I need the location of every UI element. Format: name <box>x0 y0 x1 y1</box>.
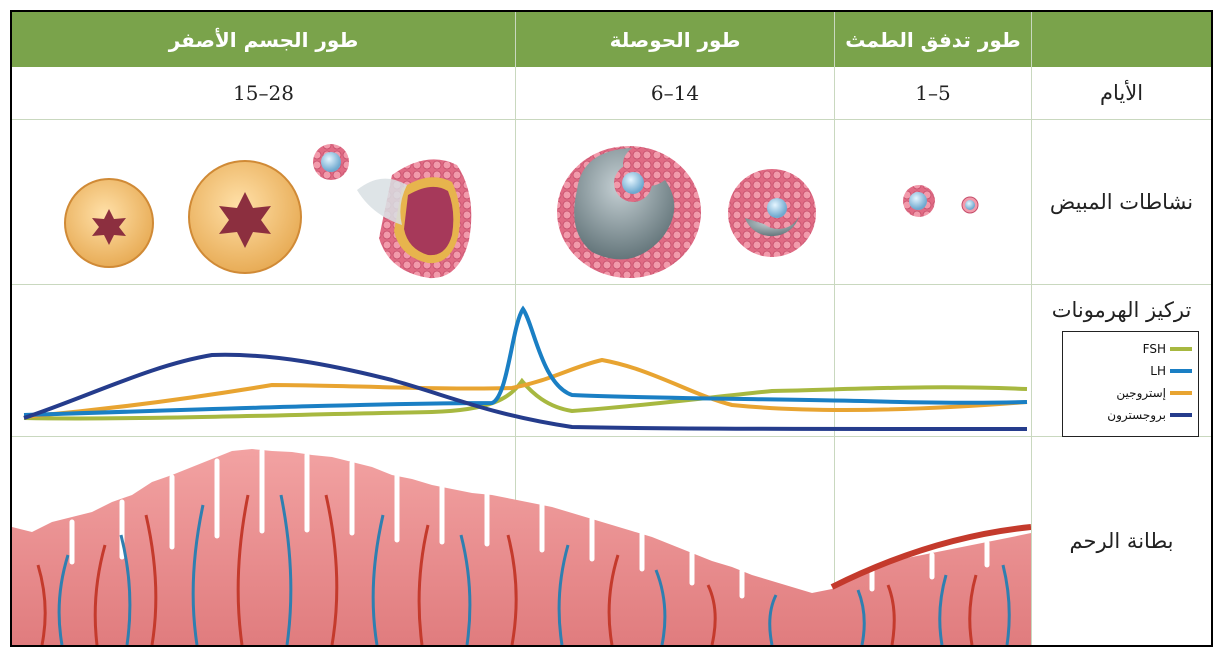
legend-lh: LH <box>1150 364 1192 378</box>
hormone-concentration-chart <box>12 285 1031 436</box>
hormone-legend: FSH LH إستروجين بروجسترون <box>1062 331 1199 437</box>
cycle-table: طور الجسم الأصفر طور الحوصلة طور تدفق ال… <box>12 12 1211 645</box>
header-follicular-phase: طور الحوصلة <box>516 12 834 67</box>
header-menstrual-phase: طور تدفق الطمث <box>835 12 1031 67</box>
legend-fsh: FSH <box>1143 342 1192 356</box>
estrogen-swatch <box>1170 391 1192 395</box>
menstrual-cycle-diagram: طور الجسم الأصفر طور الحوصلة طور تدفق ال… <box>10 10 1213 647</box>
legend-estrogen: إستروجين <box>1116 386 1192 400</box>
days-menstrual: 1–5 <box>835 67 1031 119</box>
lh-swatch <box>1170 369 1192 373</box>
mature-follicle-icon <box>557 146 701 278</box>
days-follicular: 6–14 <box>516 67 834 119</box>
regressing-corpus-luteum-icon <box>65 179 153 267</box>
header-luteal-phase: طور الجسم الأصفر <box>12 12 515 67</box>
header-corner <box>1032 12 1211 67</box>
developing-follicle-icon <box>728 169 816 257</box>
released-egg-icon <box>313 144 349 180</box>
primary-follicle-icon <box>903 185 978 217</box>
legend-fsh-label: FSH <box>1143 342 1166 356</box>
days-luteal: 15–28 <box>12 67 515 119</box>
legend-progesterone-label: بروجسترون <box>1107 408 1166 422</box>
row-label-ovary: نشاطات المبيض <box>1032 120 1211 284</box>
progesterone-swatch <box>1170 413 1192 417</box>
legend-lh-label: LH <box>1150 364 1166 378</box>
row-label-days: الأيام <box>1032 67 1211 119</box>
fsh-swatch <box>1170 347 1192 351</box>
ovary-activity-illustration <box>12 120 1031 284</box>
ruptured-follicle-icon <box>357 159 471 278</box>
legend-estrogen-label: إستروجين <box>1116 386 1166 400</box>
row-label-hormone: تركيز الهرمونات <box>1032 290 1211 330</box>
row-label-uterus: بطانة الرحم <box>1032 437 1211 645</box>
legend-progesterone: بروجسترون <box>1107 408 1192 422</box>
endometrium-tissue <box>12 449 1031 645</box>
corpus-luteum-icon <box>189 161 301 273</box>
uterine-lining-illustration <box>12 437 1031 645</box>
